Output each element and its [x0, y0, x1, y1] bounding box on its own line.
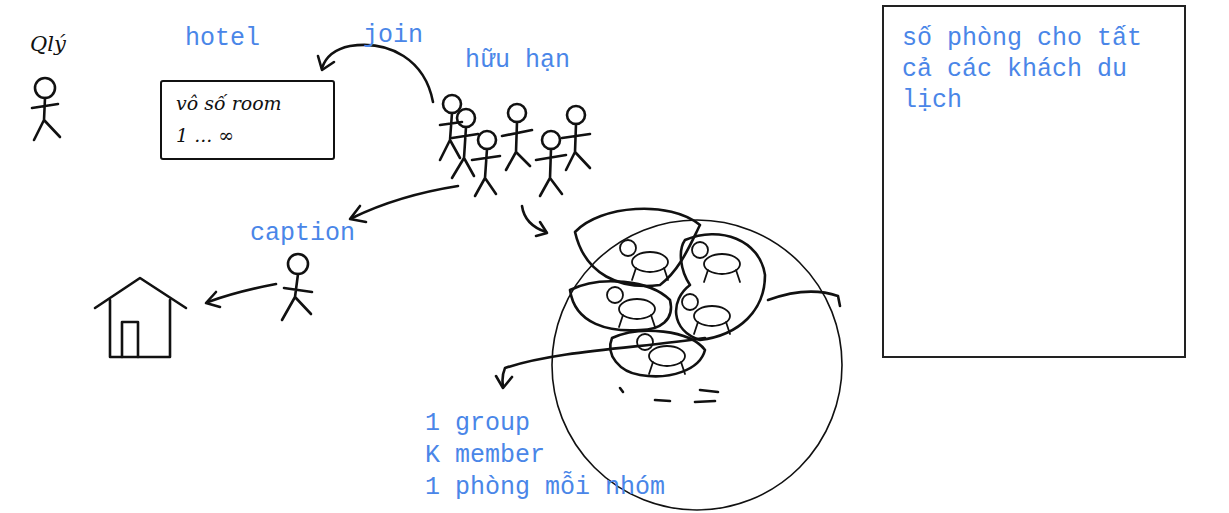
sketch-stroke	[552, 220, 842, 510]
sketch-stroke	[206, 292, 220, 307]
sketch-stroke	[676, 234, 765, 340]
manager-label: Qlý	[30, 33, 66, 55]
sketch-stroke	[536, 222, 547, 236]
handwritten-note: 1 ... ∞	[176, 124, 319, 146]
note-text: số phòng cho tất cả các khách du lịch	[902, 23, 1164, 116]
sketch-stroke	[620, 388, 718, 402]
sketch-stroke	[637, 334, 653, 350]
sketch-stroke	[536, 149, 566, 196]
group-note: 1 group	[425, 408, 530, 439]
sketch-stroke	[288, 254, 308, 274]
sketch-stroke	[542, 131, 560, 149]
sketch-stroke	[322, 45, 433, 102]
sketch-stroke	[649, 346, 685, 366]
sketch-stroke	[704, 270, 740, 282]
sketch-stroke	[607, 287, 623, 303]
caption-arrow	[350, 186, 458, 222]
sketch-stroke	[35, 78, 55, 98]
sketch-stroke	[472, 149, 500, 196]
sketch-stroke	[282, 274, 312, 320]
sketch-stroke	[352, 186, 458, 218]
sketch-stroke	[570, 281, 671, 330]
sketch-stroke	[682, 294, 698, 310]
sketch-stroke	[478, 131, 496, 149]
arrow-label: caption	[250, 218, 355, 249]
group-circle	[496, 209, 842, 510]
group-arrow	[522, 206, 547, 236]
sketch-stroke	[692, 242, 708, 258]
sketch-stroke	[95, 278, 186, 308]
sketch-stroke	[619, 315, 655, 327]
crowd-label: hữu hạn	[465, 45, 570, 76]
sketch-stroke	[122, 322, 138, 357]
sketch-stroke	[694, 322, 730, 334]
single-traveler	[282, 254, 312, 320]
arrow-label: join	[363, 20, 423, 51]
group-note: 1 phòng mỗi nhóm	[425, 472, 665, 503]
sketch-stroke	[694, 306, 730, 326]
sketch-stroke	[502, 338, 705, 386]
sketch-stroke	[632, 252, 668, 272]
sketch-stroke	[208, 284, 276, 302]
sketch-stroke	[443, 95, 461, 113]
sketch-stroke	[620, 240, 636, 256]
note-box: số phòng cho tất cả các khách du lịch	[882, 5, 1186, 358]
hotel-box: hotelvô số room1 ... ∞	[160, 80, 335, 160]
sketch-stroke	[567, 106, 585, 124]
sketch-stroke	[110, 300, 170, 357]
sketch-stroke	[632, 268, 668, 280]
house-icon	[95, 278, 186, 357]
sketch-stroke	[457, 109, 475, 127]
group-note: K member	[425, 440, 545, 471]
sketch-stroke	[607, 240, 740, 374]
traveler-crowd	[440, 95, 590, 196]
sketch-stroke	[619, 299, 655, 319]
handwritten-note: vô số room	[176, 92, 319, 114]
sketch-stroke	[452, 127, 478, 178]
house-arrow	[206, 284, 276, 307]
manager-figure	[32, 78, 60, 140]
hotel-heading: hotel	[185, 23, 260, 54]
join-arrow	[318, 45, 433, 102]
sketch-stroke	[704, 254, 740, 274]
sketch-stroke	[318, 56, 334, 70]
sketch-stroke	[562, 124, 590, 170]
sketch-stroke	[508, 104, 526, 122]
sketch-stroke	[502, 122, 532, 170]
sketch-stroke	[768, 292, 840, 306]
sketch-stroke	[610, 331, 705, 376]
sketch-stroke	[496, 376, 512, 388]
sketch-stroke	[32, 98, 60, 140]
